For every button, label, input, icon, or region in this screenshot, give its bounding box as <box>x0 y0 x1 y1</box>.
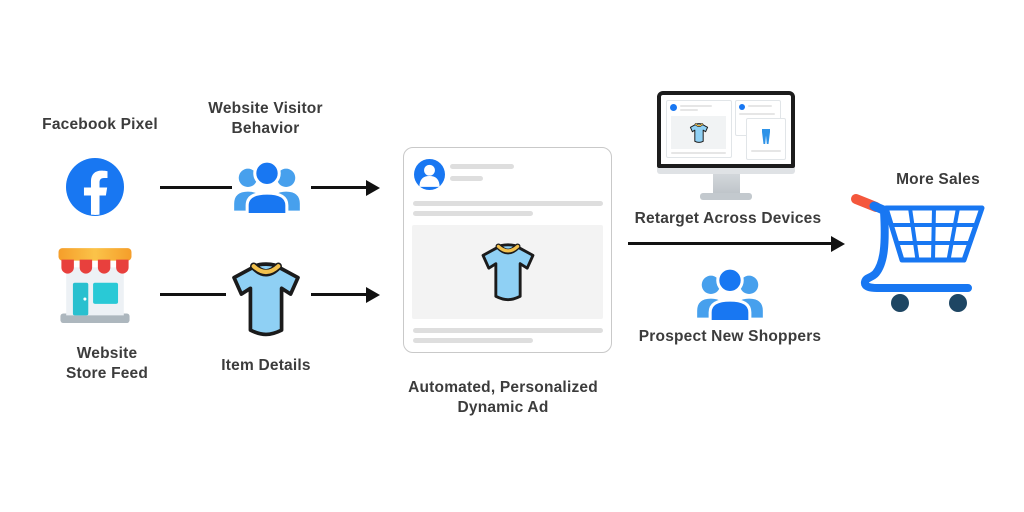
monitor-stand-neck <box>712 174 740 193</box>
item-details-label: Item Details <box>221 357 311 374</box>
monitor-ad-card-large <box>666 100 732 158</box>
website-visitor-behavior-label: Website Visitor Behavior <box>208 100 323 137</box>
dynamic-ad-card <box>403 147 612 353</box>
facebook-pixel-label: Facebook Pixel <box>42 116 158 133</box>
monitor-pants-icon <box>762 129 770 144</box>
ad-text-placeholder-1 <box>413 201 603 206</box>
website-store-feed-label: Website Store Feed <box>65 345 149 382</box>
arrow-ad-to-sales <box>628 235 845 252</box>
facebook-logo-icon <box>66 158 124 216</box>
ad-product-image <box>412 225 603 319</box>
shoppers-people-group-icon <box>688 262 772 326</box>
desktop-monitor-icon <box>657 91 795 200</box>
shopping-cart-icon <box>846 185 990 317</box>
arrow-visitors-to-ad <box>311 179 380 196</box>
ad-footer-placeholder-2 <box>413 338 533 343</box>
monitor-ad-card-bottom-right <box>746 118 786 160</box>
monitor-tshirt-icon <box>688 122 710 144</box>
arrow-item-to-ad <box>311 286 380 303</box>
connector-pixel-to-visitors <box>160 186 232 189</box>
prospect-label: Prospect New Shoppers <box>638 328 822 345</box>
monitor-chin <box>657 168 795 174</box>
ad-footer-placeholder-1 <box>413 328 603 333</box>
ad-name-placeholder <box>450 164 514 169</box>
ad-avatar-person-icon <box>414 159 445 190</box>
ad-text-placeholder-2 <box>413 211 533 216</box>
ad-meta-placeholder <box>450 176 483 181</box>
more-sales-label: More Sales <box>896 171 980 188</box>
monitor-stand-base <box>700 193 752 200</box>
visitors-people-group-icon <box>225 155 309 219</box>
dynamic-ad-label: Automated, Personalized Dynamic Ad <box>408 379 598 416</box>
storefront-icon <box>47 242 143 334</box>
item-tshirt-icon <box>225 257 307 341</box>
monitor-screen <box>657 91 795 168</box>
ad-tshirt-icon <box>476 240 540 304</box>
retarget-label: Retarget Across Devices <box>634 210 822 227</box>
connector-store-to-item <box>160 293 226 296</box>
